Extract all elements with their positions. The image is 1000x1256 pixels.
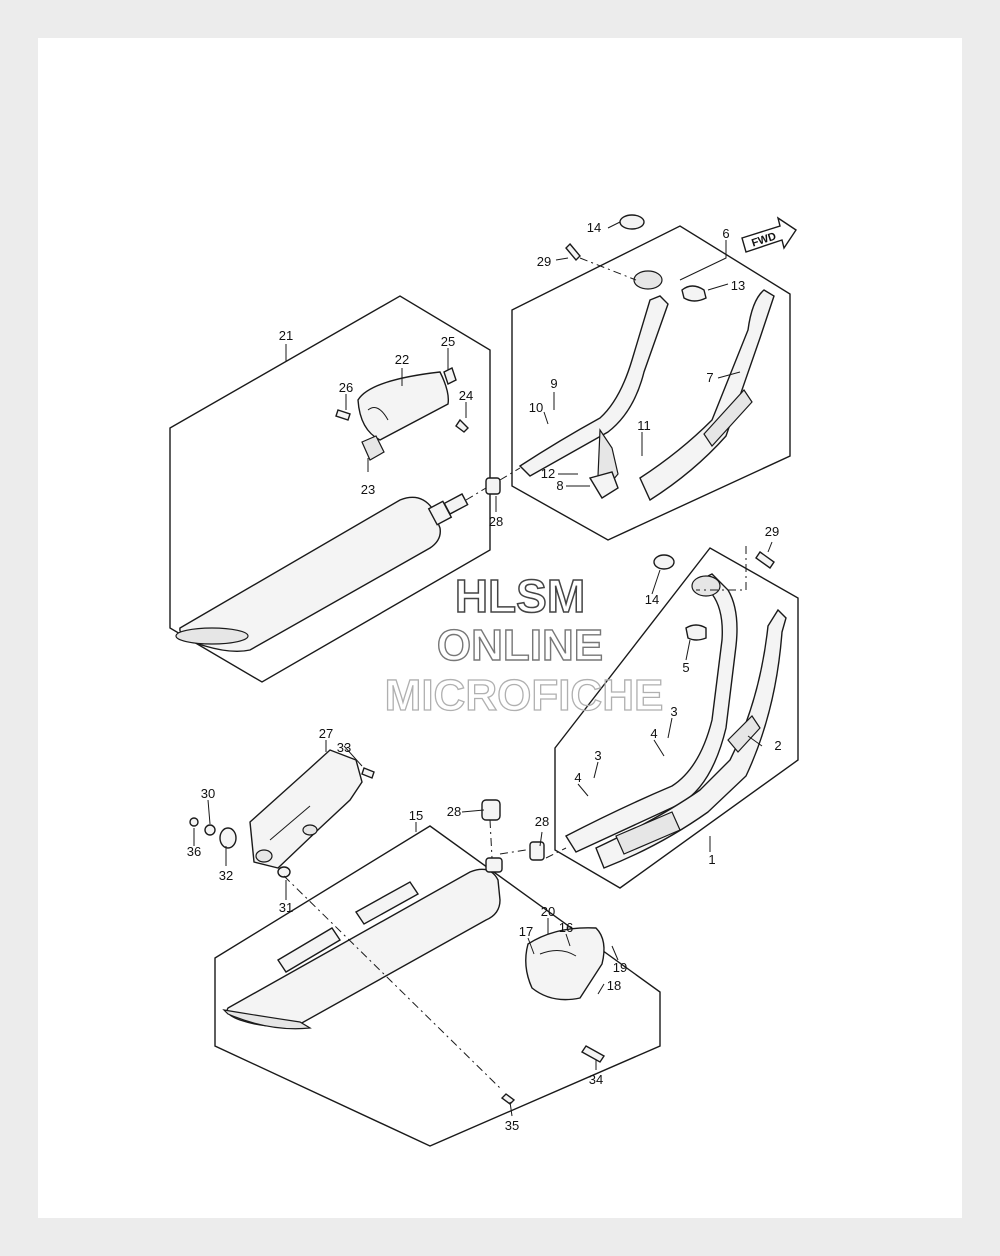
heat-cover-lower — [525, 927, 605, 1001]
callout-17: 17 — [519, 924, 533, 939]
callout-18: 18 — [607, 978, 621, 993]
callout-28a: 28 — [489, 514, 503, 529]
callout-28c: 28 — [535, 814, 549, 829]
dash-line-2 — [465, 487, 487, 501]
clamp-rear — [685, 624, 707, 641]
callout-11: 11 — [637, 418, 651, 433]
callout-16: 16 — [559, 920, 573, 935]
group-box-front-pipe — [511, 225, 791, 541]
callout-27: 27 — [319, 726, 333, 741]
watermark-line-2: ONLINE — [437, 621, 603, 670]
gasket-front — [619, 214, 645, 230]
callout-7: 7 — [706, 370, 713, 385]
bracket-hardware — [189, 767, 375, 878]
callout-32: 32 — [219, 868, 233, 883]
heat-cover-upper — [357, 371, 450, 461]
callout-31: 31 — [279, 900, 293, 915]
callout-29b: 29 — [765, 524, 779, 539]
callout-4a: 4 — [650, 726, 657, 741]
callout-35: 35 — [505, 1118, 519, 1133]
bolt-rear-top — [755, 551, 775, 569]
watermark-line-1: HLSM — [455, 570, 585, 622]
leader-lines — [193, 221, 773, 1117]
dash-line-3 — [499, 467, 521, 481]
bolt-34 — [580, 1045, 606, 1063]
callout-25: 25 — [441, 334, 455, 349]
connector-upper — [485, 477, 501, 495]
callout-6: 6 — [722, 226, 729, 241]
exhaust-pipe-front-b — [639, 289, 775, 502]
callout-26: 26 — [339, 380, 353, 395]
dash-line-6 — [283, 875, 501, 1089]
dash-line-4 — [545, 847, 567, 859]
callout-9: 9 — [550, 376, 557, 391]
callout-15: 15 — [409, 808, 423, 823]
callout-3a: 3 — [670, 704, 677, 719]
callout-33: 33 — [337, 740, 351, 755]
callout-5: 5 — [682, 660, 689, 675]
group-box-rear-pipe — [554, 547, 799, 889]
callout-12: 12 — [541, 466, 555, 481]
muffler-lower — [222, 857, 503, 1030]
group-box-muffler-lower — [214, 825, 661, 1147]
callout-22: 22 — [395, 352, 409, 367]
callout-21: 21 — [279, 328, 293, 343]
callout-36: 36 — [187, 844, 201, 859]
gasket-rear — [653, 554, 675, 570]
muffler-upper — [175, 493, 469, 653]
exhaust-pipe-front — [518, 270, 669, 499]
callout-19: 19 — [613, 960, 627, 975]
callout-28b: 28 — [447, 804, 461, 819]
callout-13: 13 — [731, 278, 745, 293]
callout-34: 34 — [589, 1072, 603, 1087]
callout-29a: 29 — [537, 254, 551, 269]
callout-20: 20 — [541, 904, 555, 919]
callout-14a: 14 — [587, 220, 601, 235]
callout-23: 23 — [361, 482, 375, 497]
callout-3b: 3 — [594, 748, 601, 763]
bolt-front-top — [565, 242, 581, 262]
exhaust-pipe-rear — [565, 573, 787, 869]
callout-2: 2 — [774, 738, 781, 753]
bolt-35 — [500, 1093, 516, 1105]
callout-4b: 4 — [574, 770, 581, 785]
connector-lower-a — [481, 799, 501, 821]
dash-line-8 — [696, 546, 747, 591]
bolts-upper-cover — [335, 367, 469, 433]
group-box-muffler-upper — [169, 295, 491, 683]
clamp-front — [681, 285, 707, 302]
dash-line-7 — [489, 819, 493, 859]
callout-10: 10 — [529, 400, 543, 415]
callout-30: 30 — [201, 786, 215, 801]
callout-8: 8 — [556, 478, 563, 493]
connector-lower-b — [529, 841, 545, 861]
dash-line-1 — [579, 257, 637, 281]
callout-1: 1 — [708, 852, 715, 867]
callout-24: 24 — [459, 388, 473, 403]
watermark-line-3: MICROFICHE — [385, 671, 664, 720]
dash-line-5 — [499, 849, 527, 855]
fwd-arrow — [741, 216, 797, 253]
callout-14b: 14 — [645, 592, 659, 607]
mounting-bracket — [249, 749, 363, 869]
